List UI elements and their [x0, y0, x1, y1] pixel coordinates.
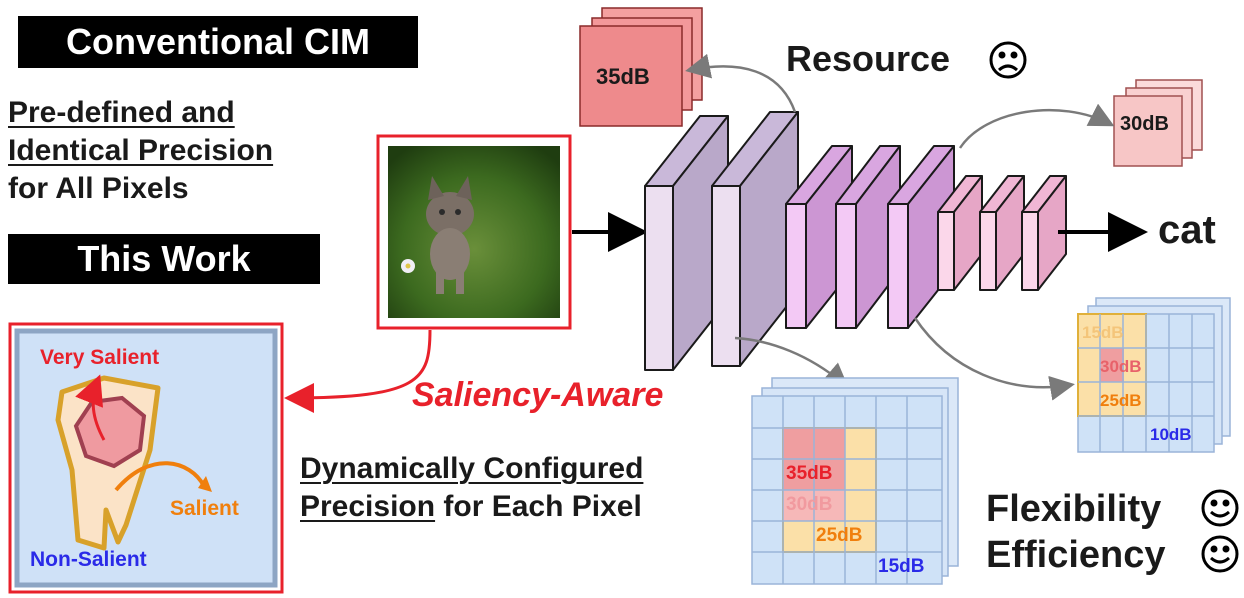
top-right-db-label: 30dB: [1120, 113, 1169, 135]
left-grid-label-4: 15dB: [878, 556, 925, 577]
left-grid-label-3: 25dB: [816, 525, 863, 546]
conventional-cim-header: Conventional CIM: [18, 16, 418, 68]
arrow-to-35db: [685, 53, 797, 113]
this-work-desc-line1: Dynamically Configured: [300, 452, 644, 485]
resource-label: Resource: [786, 38, 951, 79]
right-grid-label-3: 25dB: [1100, 391, 1142, 410]
left-precision-grid: [751, 377, 959, 585]
conventional-desc-line2: Identical Precision: [8, 134, 274, 167]
arrow-to-right-grid: [913, 317, 1075, 401]
precision-word: Precision: [300, 490, 436, 523]
arrow-to-saliency-map: [284, 329, 432, 413]
input-image: [376, 134, 572, 330]
output-label-cat: cat: [1158, 208, 1216, 252]
flexibility-label: Flexibility: [986, 488, 1162, 530]
left-grid-label-2: 30dB: [786, 494, 833, 515]
very-salient-label: Very Salient: [40, 346, 160, 369]
this-work-desc-line2: Precision for Each Pixel: [300, 488, 740, 526]
left-grid-label-1: 35dB: [786, 463, 833, 484]
smiley-face-icon-efficiency: [1201, 535, 1239, 573]
salient-label: Salient: [170, 497, 239, 520]
feature-stack-35db: [579, 7, 703, 127]
feature-stack-30db: [1113, 79, 1203, 167]
this-work-description: Dynamically Configured Precision for Eac…: [300, 450, 740, 526]
this-work-desc-line2-rest: for Each Pixel: [435, 490, 642, 523]
saliency-aware-label: Saliency-Aware: [412, 376, 664, 414]
right-precision-grid: [1077, 297, 1231, 453]
conventional-description: Pre-defined and Identical Precision for …: [8, 94, 368, 208]
smiley-face-icon-flexibility: [1201, 489, 1239, 527]
right-grid-label-1: 15dB: [1082, 323, 1124, 342]
this-work-header: This Work: [8, 234, 320, 284]
non-salient-label: Non-Salient: [30, 548, 147, 571]
frowny-face-icon: [989, 41, 1027, 79]
efficiency-label: Efficiency: [986, 534, 1166, 576]
cnn-network: [644, 111, 1067, 371]
right-grid-label-2: 30dB: [1100, 357, 1142, 376]
arrow-to-30db: [958, 103, 1115, 149]
conventional-desc-line1: Pre-defined and: [8, 96, 235, 129]
conventional-desc-line3: for All Pixels: [8, 172, 189, 205]
very-salient-region: [73, 395, 147, 469]
saliency-map-panel: [8, 322, 284, 594]
top-left-db-label: 35dB: [596, 64, 650, 89]
right-grid-label-4: 10dB: [1150, 425, 1192, 444]
arrow-to-left-grid: [734, 336, 849, 389]
